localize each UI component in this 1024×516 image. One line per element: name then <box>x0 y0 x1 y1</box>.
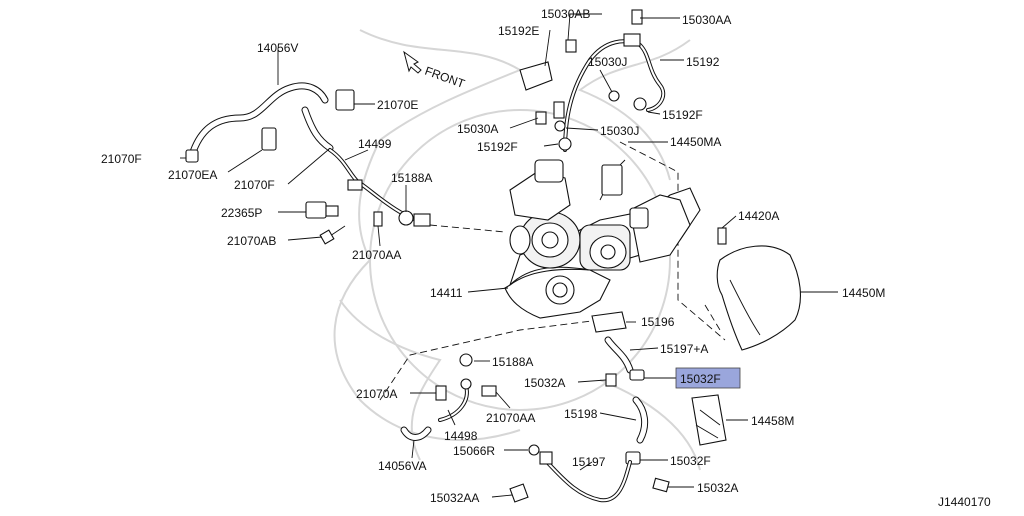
label-14450M[interactable]: 14450M <box>842 286 885 300</box>
label-21070AB[interactable]: 21070AB <box>227 234 276 248</box>
bolt-21070A <box>435 385 447 401</box>
label-14450MA[interactable]: 14450MA <box>670 135 721 149</box>
tube-14499 <box>328 148 431 227</box>
oil-pipe-15192 <box>519 9 666 152</box>
bolt-15188A-top <box>398 210 414 226</box>
bolt-15030A <box>535 111 547 125</box>
label-14056VA[interactable]: 14056VA <box>378 459 427 473</box>
label-15030J-mid[interactable]: 15030J <box>600 124 639 138</box>
oil-return-15197A <box>591 311 645 387</box>
bolt-21070AA-top <box>373 211 383 227</box>
label-15032F-highlighted[interactable]: 15032F <box>680 372 721 386</box>
bolt-21070AA-bot <box>481 385 497 397</box>
label-14458M[interactable]: 14458M <box>751 414 794 428</box>
label-15196[interactable]: 15196 <box>641 315 675 329</box>
label-15197[interactable]: 15197 <box>572 455 606 469</box>
heat-shield-14450M <box>716 227 801 351</box>
sensor-22365P <box>305 201 383 245</box>
label-15197A[interactable]: 15197+A <box>660 342 708 356</box>
label-15192[interactable]: 15192 <box>686 55 720 69</box>
label-15192F-left[interactable]: 15192F <box>477 140 518 154</box>
label-14499[interactable]: 14499 <box>358 137 392 151</box>
bolt-15032AA <box>509 483 529 503</box>
front-label: FRONT <box>423 64 467 92</box>
gasket-15196 <box>591 311 627 333</box>
label-21070F-top[interactable]: 21070F <box>101 152 142 166</box>
label-15066R[interactable]: 15066R <box>453 444 495 458</box>
clip-21070E <box>335 89 355 111</box>
label-21070E[interactable]: 21070E <box>377 98 418 112</box>
bolt-15032A <box>605 373 617 387</box>
leader-lines <box>180 13 838 498</box>
label-15192E[interactable]: 15192E <box>498 24 539 38</box>
label-15032A-bot[interactable]: 15032A <box>697 481 738 495</box>
bolt-15032A-bot <box>652 477 670 493</box>
bracket-14499 <box>347 179 363 191</box>
clamp-15032F-top <box>629 369 645 381</box>
label-15192F-right[interactable]: 15192F <box>662 108 703 122</box>
bolt-15188A-bot <box>459 353 473 367</box>
label-14411[interactable]: 14411 <box>430 286 463 300</box>
bracket-21070EA <box>261 127 277 151</box>
label-21070EA[interactable]: 21070EA <box>168 168 217 182</box>
label-21070AA-top[interactable]: 21070AA <box>352 248 401 262</box>
insulator-14458M <box>691 394 727 446</box>
pipe-flange <box>539 451 553 465</box>
label-14420A[interactable]: 14420A <box>738 209 779 223</box>
bracket-15192 <box>623 33 641 47</box>
bolt-15030AA <box>631 9 643 25</box>
tube-14498 <box>400 353 497 441</box>
label-15030J-top[interactable]: 15030J <box>588 55 627 69</box>
label-21070AA-bot[interactable]: 21070AA <box>486 411 535 425</box>
bolt-15030AB <box>565 39 577 53</box>
bracket-14450MA <box>601 164 623 196</box>
label-21070F-mid[interactable]: 21070F <box>234 178 275 192</box>
label-14056V[interactable]: 14056V <box>257 41 298 55</box>
oil-return-pipe-15197 <box>509 444 670 503</box>
label-15030AA[interactable]: 15030AA <box>682 13 731 27</box>
bolt-21070AB <box>329 225 346 237</box>
background-watermark <box>333 29 701 471</box>
label-15032AA[interactable]: 15032AA <box>430 491 479 505</box>
diagram-code: J1440170 <box>938 495 991 509</box>
union-15188A <box>413 213 431 227</box>
label-22365P[interactable]: 22365P <box>221 206 262 220</box>
clamp-21070F <box>185 149 199 163</box>
o-ring-15066R <box>528 444 540 456</box>
turbocharger-14411 <box>504 159 701 319</box>
label-15030A[interactable]: 15030A <box>457 122 498 136</box>
bracket-15192E <box>519 61 553 91</box>
hose-14056V <box>185 82 355 163</box>
label-15030AB[interactable]: 15030AB <box>541 7 590 21</box>
label-15198[interactable]: 15198 <box>564 407 598 421</box>
label-15032A[interactable]: 15032A <box>524 376 565 390</box>
gasket-15192F-right <box>633 97 647 111</box>
label-21070A[interactable]: 21070A <box>356 387 397 401</box>
label-15032F-bot[interactable]: 15032F <box>670 454 711 468</box>
gasket-15192F-left <box>558 137 572 151</box>
part-labels: 15030AB 15030AA 15192E 15192 15030J 1405… <box>101 7 991 509</box>
washer-15030J-mid <box>554 120 566 132</box>
banjo-bolt <box>553 101 565 119</box>
label-15188A-bot[interactable]: 15188A <box>492 355 533 369</box>
highlight-15032F <box>675 367 741 389</box>
label-15188A-top[interactable]: 15188A <box>391 171 432 185</box>
bolt-14420A <box>717 227 727 245</box>
label-14498[interactable]: 14498 <box>444 429 478 443</box>
front-direction-indicator: FRONT <box>403 50 467 92</box>
washer-15030J-top <box>608 90 620 102</box>
